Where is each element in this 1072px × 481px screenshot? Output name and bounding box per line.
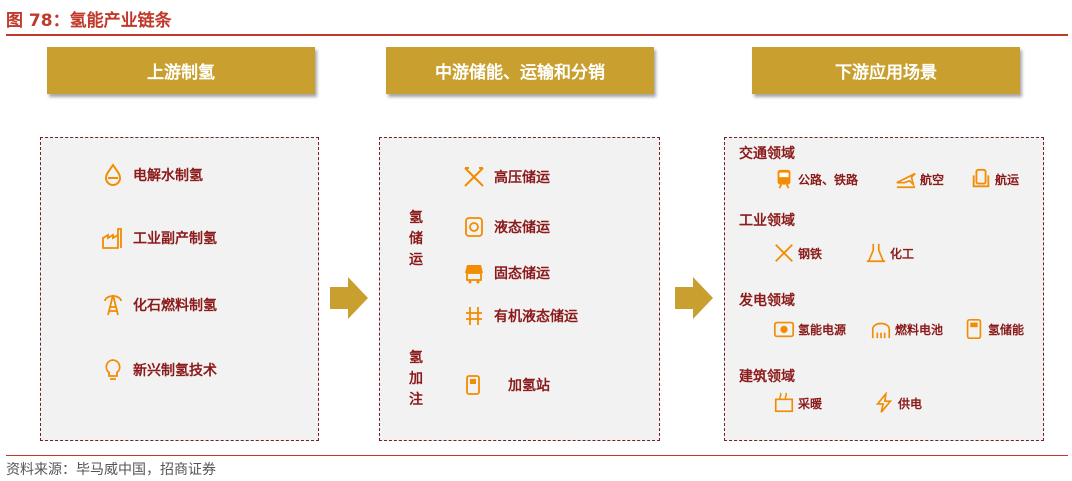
airplane-icon <box>895 168 917 190</box>
category-item-label: 航空 <box>920 172 945 187</box>
battery-icon <box>773 318 795 340</box>
flow-arrow-2 <box>675 277 713 319</box>
category-name: 交通领域 <box>739 146 795 162</box>
upstream-item-label: 电解水制氢 <box>133 168 203 184</box>
tank-icon <box>462 215 486 239</box>
train-icon <box>773 168 795 190</box>
category-item-label: 氢能电源 <box>798 322 847 337</box>
storage-item: 液态储运 <box>462 215 550 239</box>
category-item: 航空 <box>895 168 944 190</box>
storage-item: 高压储运 <box>462 165 550 189</box>
refuel-item: 加氢站 <box>462 373 550 397</box>
figure-title: 图 78：氢能产业链条 <box>6 11 172 31</box>
oil-rig-icon <box>101 293 125 317</box>
factory-icon <box>101 226 125 250</box>
category-item-label: 氢储能 <box>988 322 1025 337</box>
storage-item-label: 液态储运 <box>494 220 550 236</box>
storage-item-label: 固态储运 <box>494 266 550 282</box>
ship-icon <box>970 168 992 190</box>
upstream-item-label: 新兴制氢技术 <box>133 363 217 379</box>
category-name: 建筑领域 <box>739 369 795 385</box>
molecule-icon <box>462 304 486 328</box>
refuel-label: 氢加注 <box>409 350 423 408</box>
source-note: 资料来源：毕马威中国，招商证券 <box>6 462 216 478</box>
water-drop-icon <box>101 163 125 187</box>
upstream-item-label: 工业副产制氢 <box>133 231 217 247</box>
upstream-item: 电解水制氢 <box>101 163 203 187</box>
truck-icon <box>462 261 486 285</box>
downstream-header: 下游应用场景 <box>752 47 1020 94</box>
category-item: 采暖 <box>773 392 822 414</box>
category-item-label: 采暖 <box>798 396 823 411</box>
heater-icon <box>773 392 795 414</box>
bottom-rule <box>6 455 1068 456</box>
tools-icon <box>462 165 486 189</box>
category-item: 供电 <box>873 392 922 414</box>
storage-item-label: 高压储运 <box>494 170 550 186</box>
storage-label: 氢储运 <box>409 210 423 268</box>
category-item: 航运 <box>970 168 1019 190</box>
flask-icon <box>865 242 887 264</box>
category-name: 工业领域 <box>739 213 795 229</box>
upstream-item: 新兴制氢技术 <box>101 358 217 382</box>
storage-item: 有机液态储运 <box>462 304 578 328</box>
category-item-label: 供电 <box>898 396 923 411</box>
category-item-label: 化工 <box>890 246 915 261</box>
upstream-item-label: 化石燃料制氢 <box>133 298 217 314</box>
downstream-panel: 交通领域 公路、铁路 航空 航运 工业领域 钢铁 化工 发电领域 氢能电源 燃料… <box>724 137 1044 441</box>
storage-item-label: 有机液态储运 <box>494 309 578 325</box>
refuel-item-label: 加氢站 <box>508 378 550 394</box>
flow-arrow-1 <box>330 277 368 319</box>
plant-icon <box>870 318 892 340</box>
upstream-header: 上游制氢 <box>47 47 315 94</box>
category-item: 钢铁 <box>773 242 822 264</box>
storage-item: 固态储运 <box>462 261 550 285</box>
category-item: 氢能电源 <box>773 318 846 340</box>
upstream-item: 工业副产制氢 <box>101 226 217 250</box>
tools-icon <box>773 242 795 264</box>
lightning-icon <box>873 392 895 414</box>
category-item: 燃料电池 <box>870 318 943 340</box>
category-item-label: 公路、铁路 <box>798 172 859 187</box>
category-item: 氢储能 <box>963 318 1024 340</box>
fuel-pump-icon <box>462 373 486 397</box>
upstream-item: 化石燃料制氢 <box>101 293 217 317</box>
category-item-label: 钢铁 <box>798 246 823 261</box>
title-rule <box>6 34 1068 36</box>
category-item: 公路、铁路 <box>773 168 858 190</box>
lightbulb-icon <box>101 358 125 382</box>
category-item-label: 航运 <box>995 172 1020 187</box>
storage-icon <box>963 318 985 340</box>
category-item-label: 燃料电池 <box>895 322 944 337</box>
upstream-panel: 电解水制氢 工业副产制氢 化石燃料制氢 新兴制氢技术 <box>40 137 319 441</box>
midstream-panel: 氢储运 氢加注 高压储运 液态储运 固态储运 有机液态储运 加氢站 <box>379 137 660 441</box>
category-name: 发电领域 <box>739 293 795 309</box>
category-item: 化工 <box>865 242 914 264</box>
midstream-header: 中游储能、运输和分销 <box>386 47 654 94</box>
